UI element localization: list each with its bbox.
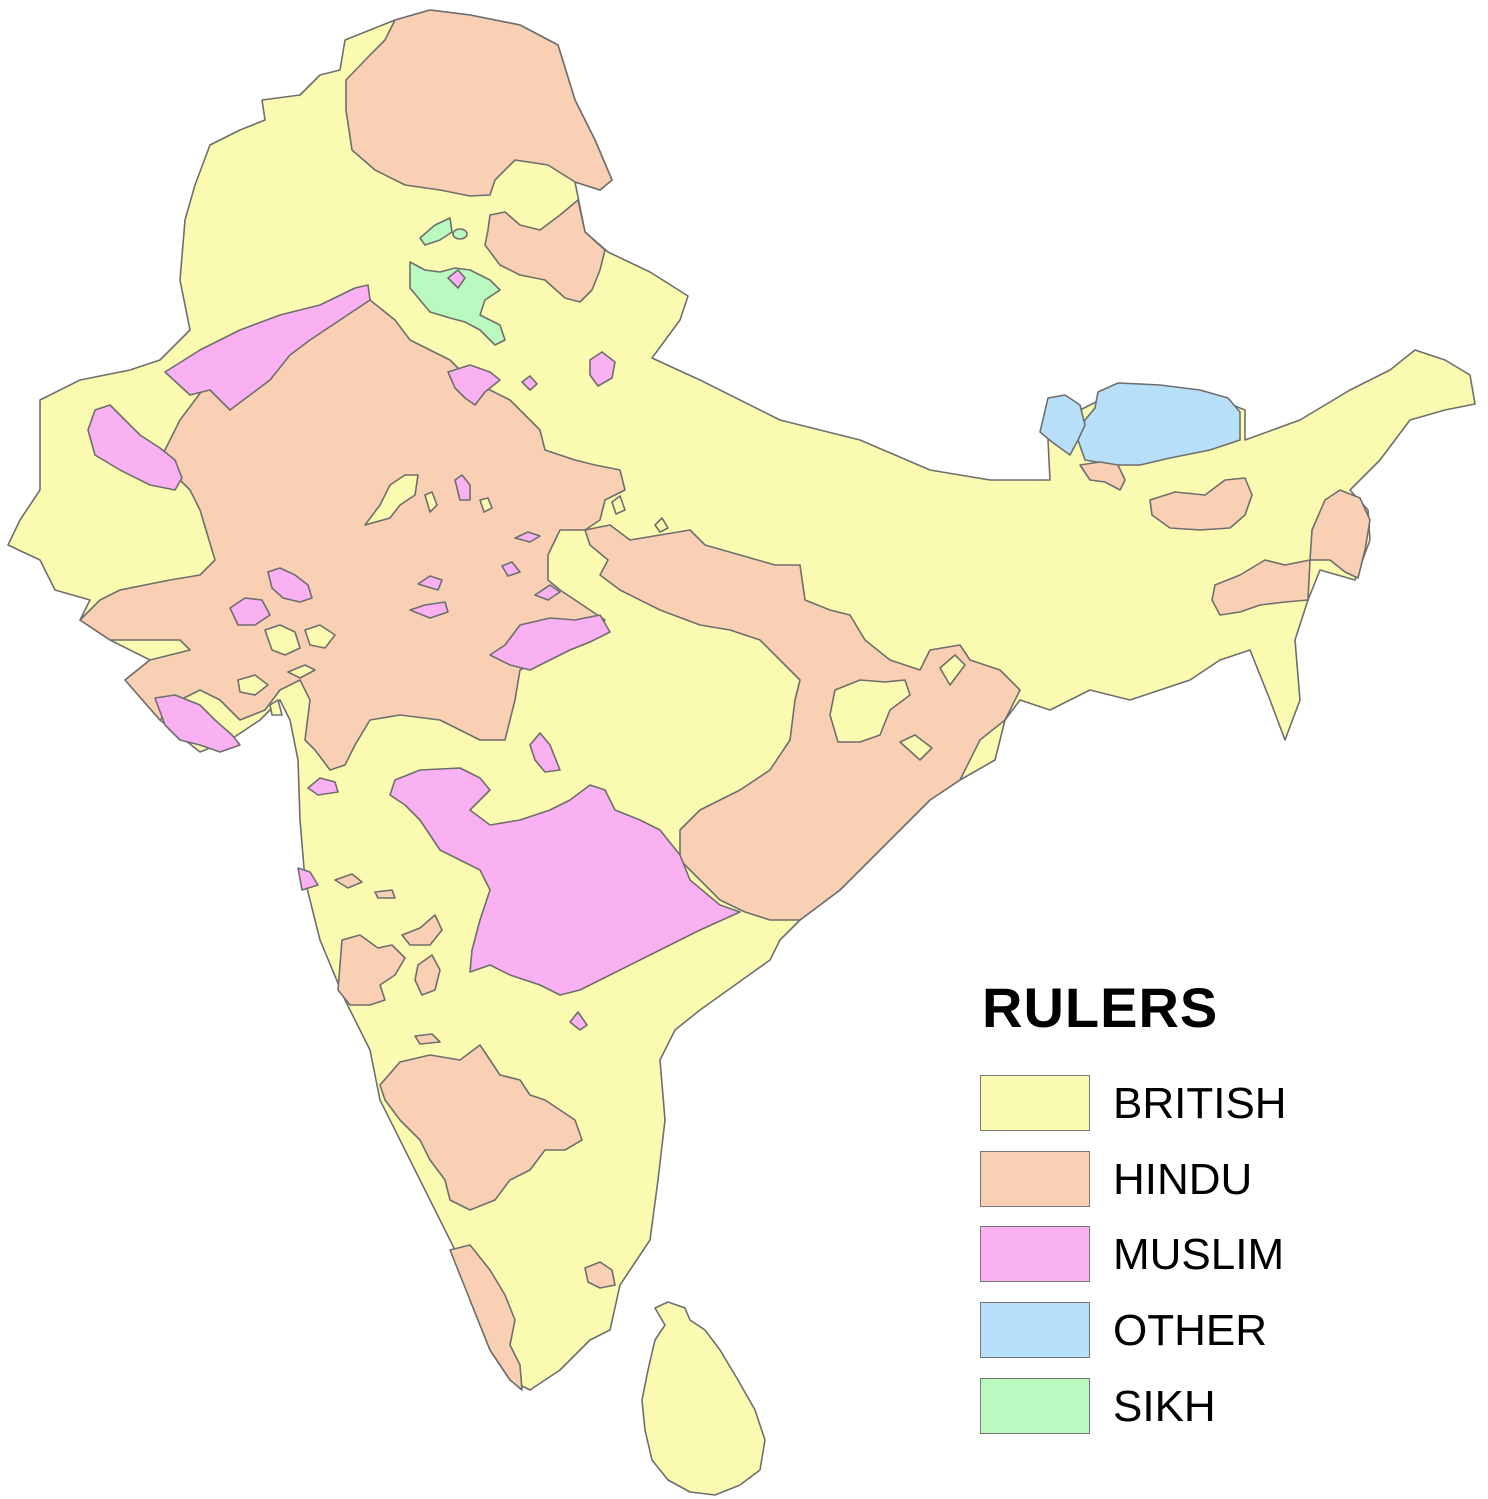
legend-title: RULERS [982,976,1219,1039]
region-british-enclave-10 [269,699,283,716]
region-hindu-travancore [449,1244,523,1391]
region-hindu-sikkim [1079,461,1126,491]
region-british-ajmer [364,474,419,526]
region-muslim-junagadh [154,694,241,753]
legend-label-sikh: SIKH [1113,1382,1216,1431]
region-hindu-pudukkottai [584,1261,616,1289]
region-hindu-manipur [1309,489,1371,579]
region-british-enclave-12 [611,495,626,515]
legend-label-hindu: HINDU [1113,1155,1253,1204]
legend-item-sikh: SIKH [980,1378,1400,1436]
region-british-enclave-7 [264,624,301,656]
region-hindu-small-d [374,889,396,899]
region-british-enclave-8 [304,624,336,649]
legend-label-muslim: MUSLIM [1113,1230,1285,1279]
region-hindu-mysore [379,1044,583,1211]
region-hindu-east-2 [1211,559,1311,616]
region-muslim-small-5 [229,597,271,626]
region-hindu-himachal [484,199,606,303]
region-hindu-kolhapur [337,934,406,1006]
region-british-enclave-3 [829,679,911,743]
legend-swatch-other [980,1302,1090,1358]
region-muslim-small-1 [447,269,466,289]
region-muslim-small-14 [297,867,319,891]
region-muslim-small-11 [534,584,561,601]
region-sikh-patiala [409,261,506,346]
legend-swatch-muslim [980,1226,1090,1282]
region-british-enclave-4 [939,654,966,686]
region-other-west [1039,394,1086,456]
region-muslim-small-3 [589,351,616,387]
region-british-enclave-1 [424,491,438,513]
legend-item-british: BRITISH [980,1075,1400,1133]
region-hindu-rajputana [79,299,626,771]
region-hindu-central [584,524,1021,921]
region-british-enclave-9 [287,664,316,679]
legend-label-other: OTHER [1113,1306,1267,1355]
region-muslim-small-13 [307,777,339,796]
region-muslim-small-15 [569,1011,588,1031]
legend-swatch-british [980,1075,1090,1131]
region-muslim-bahawalpur [164,284,371,411]
region-hindu-small-e [414,1033,441,1045]
region-british-enclave-6 [237,674,269,696]
region-muslim-khairpur [87,404,183,491]
region-hindu-kashmir [345,9,613,197]
region-muslim-small-8 [409,601,449,619]
region-british-ceylon [641,1301,766,1496]
region-hindu-tripura [1149,477,1253,531]
legend-item-muslim: MUSLIM [980,1226,1400,1284]
legend-item-other: OTHER [980,1302,1400,1360]
legend-swatch-hindu [980,1151,1090,1207]
legend-label-british: BRITISH [1113,1079,1287,1128]
region-hindu-small-c [334,873,363,889]
region-muslim-small-4 [521,375,538,391]
region-muslim-small-10 [501,561,521,577]
legend-item-hindu: HINDU [980,1151,1400,1209]
region-muslim-bhopal [489,614,611,671]
region-muslim-tonk [267,567,313,603]
region-muslim-small-7 [417,575,443,591]
region-sikh-small [419,217,453,246]
region-sikh-dot [452,228,468,240]
legend-swatch-sikh [980,1378,1090,1434]
region-muslim-hyderabad [389,767,741,996]
region-hindu-small-b [414,954,441,996]
region-muslim-small-6 [454,474,471,501]
region-british-enclave-5 [899,734,933,761]
region-muslim-small-2 [447,364,501,406]
region-muslim-small-9 [514,531,541,543]
region-british-enclave-11 [654,517,669,533]
region-muslim-small-12 [529,732,561,773]
region-british-enclave-2 [479,497,493,513]
region-hindu-small-a [401,914,443,946]
